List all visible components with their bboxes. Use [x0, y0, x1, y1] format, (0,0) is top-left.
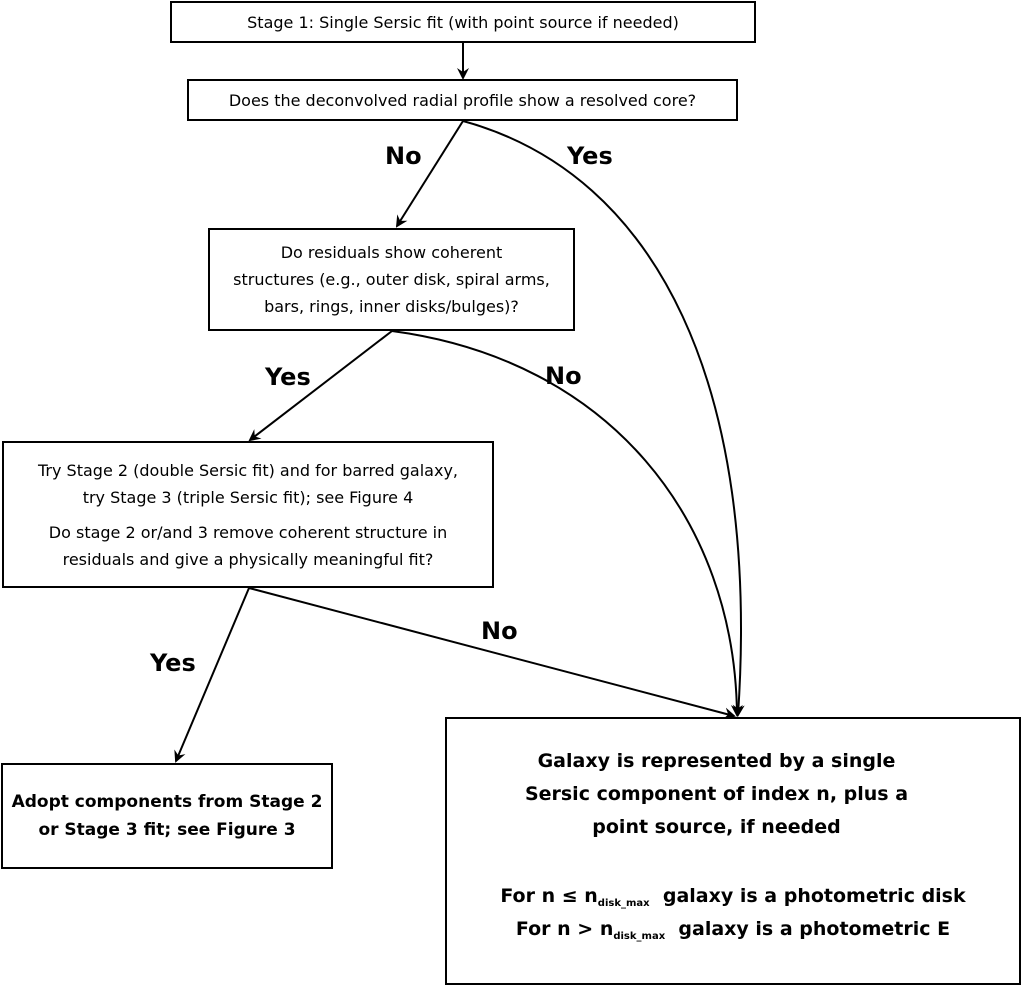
stage23-question-line: Do stage 2 or/and 3 remove coherent stru…	[48, 522, 448, 542]
arrow-core-yes	[462, 120, 745, 717]
edge-label-core-yes: Yes	[567, 142, 613, 170]
edge-label-stage23-yes: Yes	[150, 649, 196, 677]
arrow-residuals-no	[391, 330, 743, 717]
edge-label-residuals-yes: Yes	[265, 363, 311, 391]
e-rule-suffix: galaxy is a photometric E	[678, 918, 951, 940]
residuals-line: Do residuals show coherent	[280, 243, 503, 262]
residuals-line: structures (e.g., outer disk, spiral arm…	[233, 270, 550, 289]
single-sersic-line: point source, if needed	[592, 816, 841, 838]
arrow-stage23-yes	[174, 587, 250, 763]
adopt-box: Adopt components from Stage 2 or Stage 3…	[1, 763, 333, 869]
disk-rule: For n ≤ ndisk_max galaxy is a photometri…	[500, 880, 965, 913]
arrow-residuals-yes	[248, 330, 393, 442]
single-sersic-box: Galaxy is represented by a single Sersic…	[445, 717, 1021, 985]
adopt-line: or Stage 3 fit; see Figure 3	[38, 820, 296, 840]
arrow-core-no	[395, 120, 464, 228]
edge-label-core-no: No	[385, 142, 422, 170]
stage1-box: Stage 1: Single Sersic fit (with point s…	[170, 1, 756, 43]
stage1-text: Stage 1: Single Sersic fit (with point s…	[247, 12, 679, 32]
stage23-question-line: residuals and give a physically meaningf…	[62, 549, 434, 569]
resolved-core-box: Does the deconvolved radial profile show…	[187, 79, 738, 121]
single-sersic-line: Sersic component of index n, plus a	[524, 783, 909, 805]
residuals-box: Do residuals show coherent structures (e…	[208, 228, 575, 331]
disk-rule-suffix: galaxy is a photometric disk	[662, 885, 966, 907]
single-sersic-line: Galaxy is represented by a single	[537, 750, 896, 772]
adopt-line: Adopt components from Stage 2	[11, 792, 323, 812]
stage23-try-line: try Stage 3 (triple Sersic fit); see Fig…	[82, 487, 414, 507]
e-rule-prefix: For n > n	[515, 918, 614, 940]
arrow-stage23-no	[248, 587, 736, 720]
disk-rule-prefix: For n ≤ n	[500, 885, 598, 907]
edge-label-residuals-no: No	[545, 362, 582, 390]
edge-label-stage23-no: No	[481, 617, 518, 645]
resolved-core-question: Does the deconvolved radial profile show…	[228, 90, 697, 110]
e-rule: For n > ndisk_max galaxy is a photometri…	[516, 913, 950, 946]
disk-rule-subscript: disk_max	[597, 898, 650, 909]
stage23-box: Try Stage 2 (double Sersic fit) and for …	[2, 441, 494, 588]
stage23-try-line: Try Stage 2 (double Sersic fit) and for …	[38, 460, 458, 480]
residuals-line: bars, rings, inner disks/bulges)?	[264, 297, 519, 316]
e-rule-subscript: disk_max	[613, 931, 666, 942]
